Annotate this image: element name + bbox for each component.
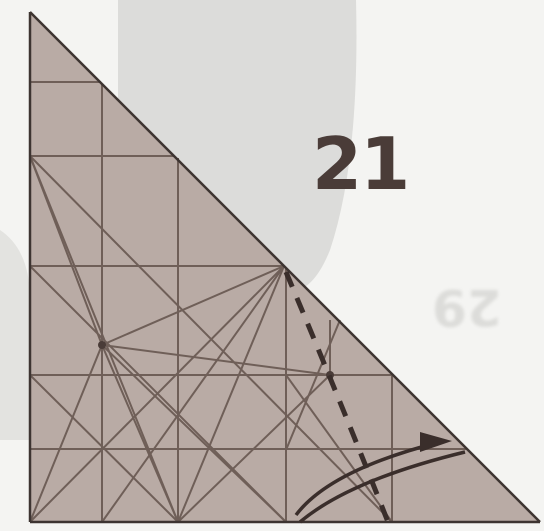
background-shadow-left: [0, 230, 30, 440]
step-number: 21: [312, 128, 408, 200]
ghost-step-number: 29: [432, 282, 502, 332]
reference-point: [98, 341, 106, 349]
